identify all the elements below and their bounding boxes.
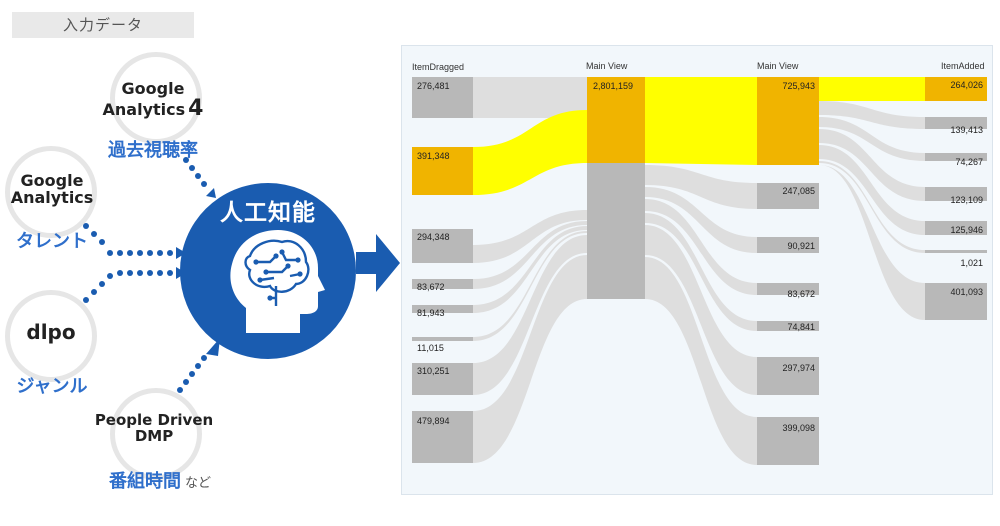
value-label: 264,026 [950,80,983,90]
highlight-link-2 [645,77,757,165]
column-heading-mainview-1: Main View [586,61,628,71]
value-label: 2,801,159 [593,81,633,91]
column-heading-mainview-2: Main View [757,61,799,71]
node-col1 [587,163,645,299]
right-arrow-icon [356,234,400,292]
brain-head-icon [230,230,325,333]
links-col0-col1 [473,77,587,463]
value-label: 479,894 [417,416,450,426]
value-label: 294,348 [417,232,450,242]
dmp-line2: DMP [134,427,174,446]
node-col2-highlight [757,77,819,165]
value-label: 74,267 [955,157,983,167]
value-label: 401,093 [950,287,983,297]
input-data-label: 入力データ [12,12,194,38]
value-label: 83,672 [417,282,445,292]
value-label: 310,251 [417,366,450,376]
node-col0 [412,411,473,463]
node-col0 [412,147,473,195]
ga4-source-sub: 過去視聴率 [108,140,198,161]
node-col3 [925,117,987,129]
ga-line1: Google [20,171,84,190]
value-label: 74,841 [787,322,815,332]
links-col2-col3 [819,101,925,320]
value-label: 725,943 [782,81,815,91]
node-col3 [925,153,987,161]
links-col1-col2 [645,165,757,465]
column-heading-itemadded: ItemAdded [941,61,985,71]
ga-source-ring [5,146,97,238]
dmp-source-sub: 番組時間など [80,467,240,493]
dmp-source-name: People Driven DMP [70,412,238,444]
node-col0 [412,363,473,395]
value-label: 1,021 [960,258,983,268]
node-col2 [757,321,819,331]
node-col0 [412,229,473,263]
node-col3 [925,221,987,235]
value-label: 139,413 [950,125,983,135]
value-label: 11,015 [417,343,444,353]
value-label: 297,974 [782,363,815,373]
value-label: 125,946 [950,225,983,235]
dlpo-source-name: dlpo [26,320,76,344]
highlight-link-3 [819,77,925,101]
ga4-line2: Analytics [102,100,186,120]
dlpo-source-sub: ジャンル [16,376,88,397]
column-0-nodes [412,77,473,463]
dmp-source-ring [110,388,202,480]
column-3-nodes [925,117,987,320]
node-col0 [412,337,473,341]
node-col3-highlight [925,77,987,101]
value-label: 83,672 [787,289,815,299]
value-label: 391,348 [417,151,450,161]
node-col2 [757,417,819,465]
dmp-sub-label: 番組時間 [108,471,181,492]
node-col1-highlight [587,77,645,163]
dmp-line1: People Driven [94,411,214,429]
ga4-line1: Google [121,79,185,98]
value-label: 399,098 [782,423,815,433]
dmp-suffix: など [184,476,211,491]
node-col0 [412,77,473,118]
node-col0 [412,279,473,289]
node-col2 [757,183,819,209]
node-col3 [925,250,987,253]
value-label: 81,943 [417,308,445,318]
node-col2 [757,237,819,253]
ai-title: 人工知能 [220,200,316,226]
ga-source-name: Google Analytics [0,172,114,207]
value-label: 123,109 [950,195,983,205]
column-heading-itemdragged: ItemDragged [412,62,464,72]
node-col0 [412,305,473,313]
dlpo-source-ring [5,290,97,382]
highlight-link-1 [473,110,587,195]
node-col3 [925,187,987,201]
value-label: 90,921 [787,241,815,251]
value-label: 276,481 [417,81,450,91]
node-col3 [925,283,987,320]
node-col2 [757,357,819,395]
sankey-diagram: ItemDragged Main View Main View ItemAdde… [412,61,987,465]
value-label: 247,085 [782,186,815,196]
ga-line2: Analytics [10,188,94,208]
ga4-source-ring [110,52,202,144]
node-col2 [757,283,819,295]
column-2-nodes [757,183,819,465]
ga4-suffix: 4 [188,96,204,122]
ga-source-sub: タレント [16,231,88,252]
